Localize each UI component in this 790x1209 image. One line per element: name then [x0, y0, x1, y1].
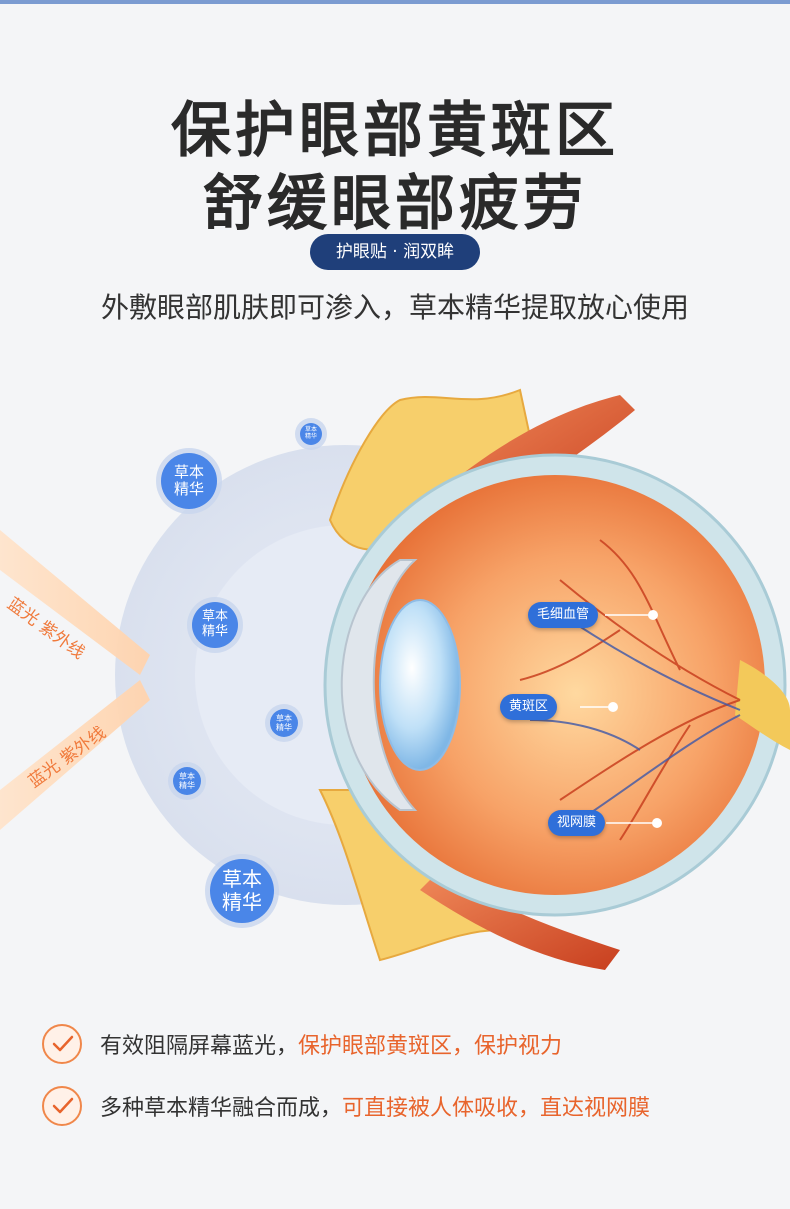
herbal-essence-bubble: 草本 精华 [192, 602, 238, 648]
herbal-essence-bubble: 草本 精华 [161, 453, 217, 509]
tag-retina: 视网膜 [548, 810, 606, 836]
benefit-item: 多种草本精华融合而成，可直接被人体吸收，直达视网膜 [42, 1086, 650, 1126]
page-title-line1: 保护眼部黄斑区 [171, 96, 619, 166]
herbal-essence-bubble: 草本 精华 [300, 423, 322, 445]
benefit-text: 有效阻隔屏幕蓝光，保护眼部黄斑区，保护视力 [100, 1034, 563, 1059]
product-pill-badge: 护眼贴 · 润双眸 [310, 234, 480, 270]
eye-diagram-graphic [0, 388, 790, 970]
herbal-essence-bubble: 草本 精华 [173, 767, 201, 795]
benefit-item: 有效阻隔屏幕蓝光，保护眼部黄斑区，保护视力 [42, 1024, 562, 1064]
page-title-line2: 舒缓眼部疲劳 [203, 169, 587, 239]
eye-anatomy-illustration: 草本 精华 草本 精华 草本 精华 草本 精华 草本 精华 草本 精华 蓝光 紫… [0, 370, 790, 990]
check-icon [42, 1024, 82, 1064]
tag-capillaries: 毛细血管 [528, 602, 599, 628]
page-subtitle: 外敷眼部肌肤即可渗入，草本精华提取放心使用 [100, 291, 689, 324]
check-icon [42, 1086, 82, 1126]
tag-macula: 黄斑区 [500, 694, 558, 720]
herbal-essence-bubble: 草本 精华 [270, 709, 298, 737]
top-accent-bar [0, 0, 790, 4]
benefit-text: 多种草本精华融合而成，可直接被人体吸收，直达视网膜 [100, 1096, 651, 1121]
herbal-essence-bubble: 草本 精华 [210, 859, 274, 923]
